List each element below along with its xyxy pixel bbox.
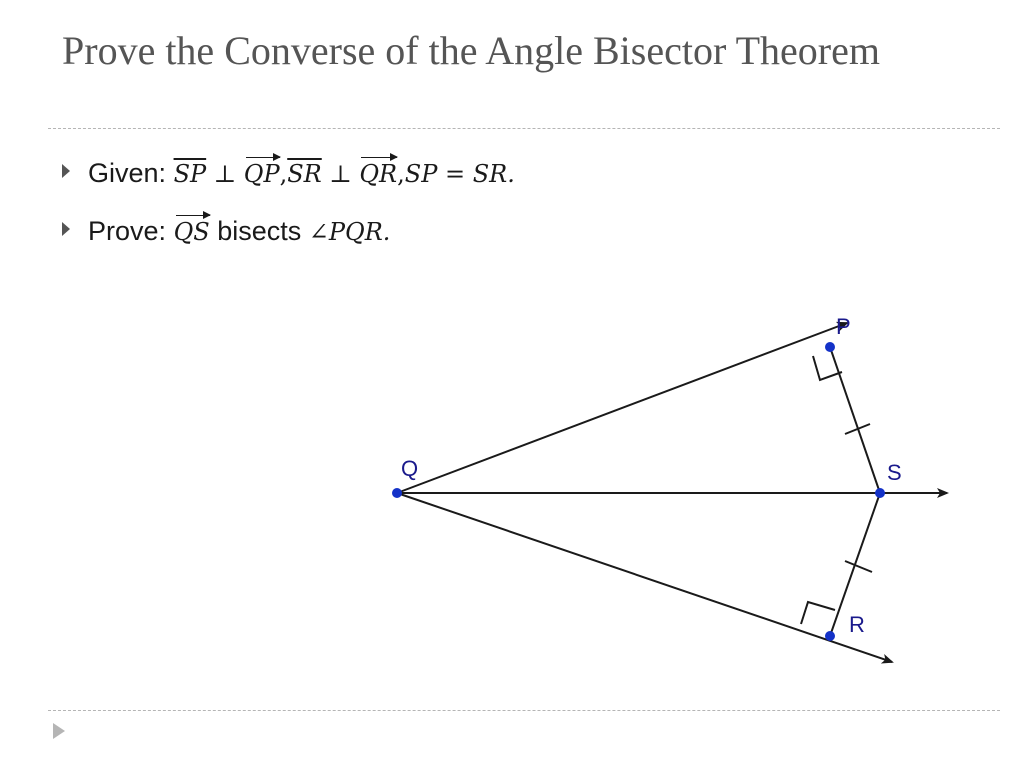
given-segment-sr: SR	[287, 160, 322, 188]
prove-text: bisects	[217, 216, 302, 246]
given-segment-sp: SP	[173, 160, 207, 188]
right-angle-mark-r	[800, 600, 836, 625]
bullet-triangle-icon	[62, 222, 70, 236]
point-q	[392, 488, 402, 498]
ray-qp-line	[396, 321, 849, 494]
tick-mark-sr	[844, 560, 873, 573]
point-r	[825, 631, 835, 641]
given-perp-symbol: ⊥	[213, 160, 237, 188]
given-equality: SP = SR.	[404, 160, 515, 188]
right-angle-mark-p	[812, 355, 843, 382]
given-ray-qp: QP	[243, 153, 281, 188]
point-s	[875, 488, 885, 498]
given-perp-symbol-2: ⊥	[329, 160, 352, 188]
prove-ray-qs: QS	[173, 211, 211, 246]
ray-qr-line	[396, 492, 894, 664]
label-p: P	[836, 314, 851, 339]
label-q: Q	[401, 456, 418, 481]
label-s: S	[887, 460, 902, 485]
slide-title: Prove the Converse of the Angle Bisector…	[62, 28, 880, 73]
slide-nav-arrow-icon[interactable]	[52, 722, 66, 740]
bullet-given: Given: SP ⊥ QP,SR ⊥ QR,SP = SR.	[62, 153, 515, 188]
bullet-prove: Prove: QS bisects ∠PQR.	[62, 211, 391, 246]
tick-mark-sp	[844, 423, 871, 435]
prove-lead: Prove:	[88, 216, 167, 246]
given-comma: ,	[279, 160, 288, 188]
bullet-triangle-icon	[62, 164, 70, 178]
given-comma-2: ,	[397, 160, 405, 188]
given-lead: Given:	[88, 158, 167, 188]
given-ray-qr: QR	[359, 153, 398, 188]
title-divider	[48, 128, 1000, 129]
label-r: R	[849, 612, 865, 637]
segment-sp-line	[829, 346, 881, 494]
prove-angle: ∠PQR.	[308, 218, 391, 246]
footer-divider	[48, 710, 1000, 711]
point-p	[825, 342, 835, 352]
